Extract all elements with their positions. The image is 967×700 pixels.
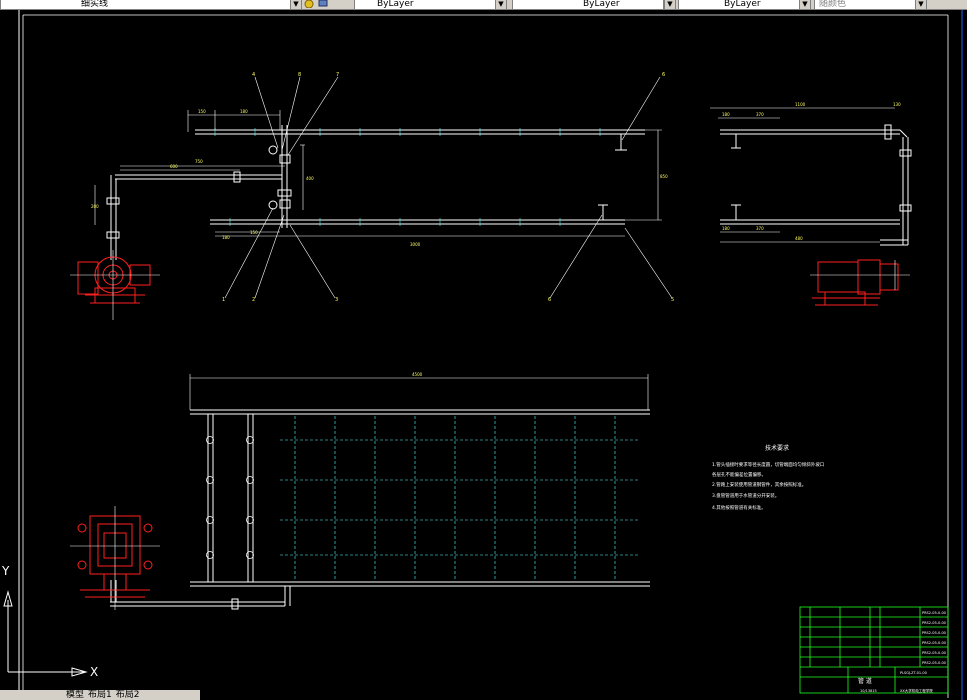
dim-180-side-b: 180 (722, 226, 730, 231)
title-block-text: PRS2-05-0-00 PRS2-05-0-00 PRS2-05-0-00 P… (858, 611, 946, 693)
ucs-x-label: X (90, 665, 98, 679)
plotstyle-dropdown[interactable]: 随颜色 (814, 0, 916, 9)
balloon-labels: 4 8 7 6 1 2 3 6 5 (222, 72, 674, 303)
tab-model[interactable]: 模型 (66, 690, 85, 700)
part-no-3: PRS2-05-0-00 (922, 631, 946, 635)
side-view-dimensions (710, 107, 895, 243)
balloon-6b: 6 (548, 297, 551, 303)
pump-left-centerlines (70, 250, 160, 320)
color-dropdown[interactable]: ByLayer (354, 0, 496, 9)
title-block (799, 606, 949, 694)
plan-view-nozzles (206, 436, 254, 559)
dim-1100: 1100 (795, 102, 806, 107)
front-view-dimensions (94, 110, 662, 237)
sheet-number: 10/13815 (860, 689, 877, 693)
balloon-3: 3 (335, 297, 338, 303)
drawing-number: PLSGJ-ZT-01-00 (900, 671, 927, 675)
tech-item-3: 3.盘管管道用于水管道分开安装。 (712, 492, 779, 499)
plan-view-dimension (189, 374, 649, 410)
drawing-name: 管 道 (858, 677, 872, 685)
dim-180: 180 (240, 109, 248, 114)
dim-200: 200 (91, 204, 99, 209)
drawing-canvas[interactable]: 150 180 750 600 400 200 3000 180 150 850… (0, 10, 967, 700)
balloon-2: 2 (252, 297, 255, 303)
layer-previous-icon[interactable] (318, 0, 328, 8)
dim-480: 480 (795, 236, 803, 241)
dim-370-b: 370 (756, 226, 764, 231)
lineweight-dropdown[interactable]: ByLayer (678, 0, 800, 9)
part-no-2: PRS2-05-0-00 (922, 621, 946, 625)
chevron-down-icon[interactable]: ▼ (290, 0, 302, 9)
front-dim-text: 150 180 750 600 400 200 3000 180 150 850 (91, 109, 668, 247)
tech-item-4: 4.其他按照管道有关标准。 (712, 504, 766, 511)
chevron-down-icon[interactable]: ▼ (664, 0, 676, 9)
dim-180-b: 180 (222, 235, 230, 240)
tab-layout2[interactable]: 布局2 (115, 690, 140, 700)
lineweight-value: ByLayer (724, 0, 761, 9)
linetype-control[interactable]: ByLayer (512, 0, 664, 9)
side-view (720, 124, 912, 246)
plan-view-gridlines (280, 416, 640, 580)
pump-right (812, 259, 899, 306)
plan-view (110, 409, 650, 610)
front-view (106, 125, 645, 260)
dim-370: 370 (756, 112, 764, 117)
tech-title: 技术要求 (765, 444, 789, 452)
linetype-control-value: ByLayer (583, 0, 620, 9)
ucs-icon (3, 590, 88, 677)
dim-180-side: 180 (722, 112, 730, 117)
tech-requirements: 技术要求 1.管头插接时要求等径长度圆，切管端面均匀倾斜外坡口 各层孔不能偏差位… (712, 444, 824, 511)
dim-750: 750 (195, 159, 203, 164)
chevron-down-icon[interactable]: ▼ (495, 0, 507, 9)
part-no-1: PRS2-05-0-00 (922, 611, 946, 615)
plotstyle-value: 随颜色 (819, 0, 847, 9)
balloon-7: 7 (336, 72, 339, 78)
part-no-4: PRS2-05-0-00 (922, 641, 946, 645)
linetype-value: 细实线 (81, 0, 109, 9)
balloon-4: 4 (252, 72, 255, 78)
tech-item-1: 1.管头插接时要求等径长度圆，切管端面均匀倾斜外坡口 (712, 461, 824, 468)
pump-right-centerlines (810, 260, 910, 290)
side-dim-text: 1100 130 180 370 180 370 480 (722, 102, 901, 241)
tab-layout1[interactable]: 布局1 (88, 690, 112, 700)
chevron-down-icon[interactable]: ▼ (799, 0, 811, 9)
pump-left (77, 256, 151, 304)
pump-plan-centerlines (70, 506, 160, 610)
part-no-6: PRS2-05-0-00 (922, 661, 946, 665)
tech-item-1b: 各层孔不能偏差位置偏移。 (712, 471, 766, 478)
dim-400: 400 (306, 176, 314, 181)
dim-600: 600 (170, 164, 178, 169)
dim-150-b: 150 (250, 230, 258, 235)
dim-3000: 3000 (410, 242, 421, 247)
dim-150: 150 (198, 109, 206, 114)
tech-item-2: 2.管路上安装使用管道钢管件，其余按照标准。 (712, 481, 806, 488)
properties-toolbar: 细实线 ▼ ByLayer ▼ ByLayer ▼ ByLayer ▼ 随颜色 … (0, 0, 967, 10)
dim-130: 130 (893, 102, 901, 107)
balloon-5: 5 (671, 297, 674, 303)
layer-states-icon[interactable] (304, 0, 314, 8)
leader-lines (224, 76, 673, 299)
part-no-5: PRS2-05-0-00 (922, 651, 946, 655)
balloon-6: 6 (662, 72, 665, 78)
linetype-dropdown[interactable]: 细实线 (0, 0, 292, 9)
dim-4500: 4500 (412, 372, 423, 377)
company-name: XX大学机电工程学院 (900, 688, 933, 693)
color-value: ByLayer (377, 0, 414, 9)
balloon-1: 1 (222, 297, 225, 303)
balloon-8: 8 (298, 72, 301, 78)
ucs-y-label: Y (1, 564, 10, 578)
chevron-down-icon[interactable]: ▼ (915, 0, 927, 9)
dim-850: 850 (660, 174, 668, 179)
